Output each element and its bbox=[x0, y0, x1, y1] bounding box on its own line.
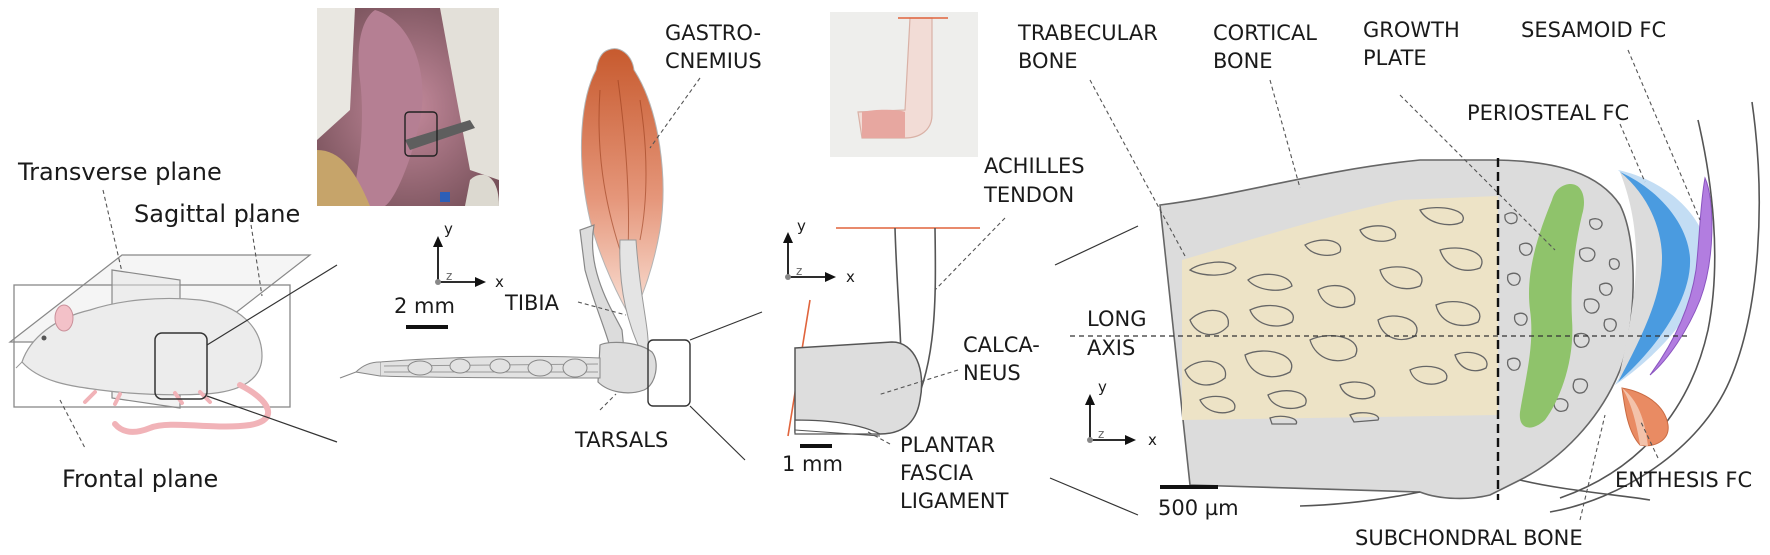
enthesis-fc-label: ENTHESIS FC bbox=[1615, 468, 1752, 492]
trabecular-label-1: TRABECULAR bbox=[1017, 21, 1158, 45]
cortical-label-2: BONE bbox=[1213, 49, 1273, 73]
growth-label-1: GROWTH bbox=[1363, 18, 1460, 42]
rat-hindlimb-zoom-box bbox=[154, 332, 208, 400]
sesamoid-fc-label: SESAMOID FC bbox=[1521, 18, 1666, 42]
leg-panel: y x z 2 mm bbox=[339, 21, 763, 461]
trabecular-label-2: BONE bbox=[1018, 49, 1078, 73]
bone-panel: y x z 500 µm TRABECULAR BONE CORTICAL BO… bbox=[1017, 18, 1760, 550]
photo-zoom-box bbox=[404, 111, 438, 157]
axis-z-bone: z bbox=[1098, 427, 1104, 441]
rat-panel: Transverse plane Sagittal plane Frontal … bbox=[8, 158, 338, 493]
tibia-label: TIBIA bbox=[504, 291, 560, 315]
rat-body bbox=[15, 297, 272, 435]
achilles-label-2: TENDON bbox=[983, 183, 1074, 207]
axis-x-bone: x bbox=[1148, 431, 1157, 449]
axis-y-bone: y bbox=[1098, 378, 1107, 396]
tarsals-label: TARSALS bbox=[574, 428, 668, 452]
foot-bones bbox=[339, 355, 601, 379]
axis-y-leg: y bbox=[444, 220, 453, 238]
gastrocnemius-label-2: CNEMIUS bbox=[665, 49, 762, 73]
scale-label-leg: 2 mm bbox=[394, 294, 455, 318]
axes-leg: y x z bbox=[433, 220, 504, 291]
axis-x-heel: x bbox=[846, 268, 855, 286]
axis-y-heel: y bbox=[797, 217, 806, 235]
cortical-label-1: CORTICAL bbox=[1213, 21, 1317, 45]
heel-photo bbox=[830, 12, 978, 157]
axis-x-leg: x bbox=[495, 273, 504, 291]
plantar-label-1: PLANTAR bbox=[900, 433, 995, 457]
achilles-label-1: ACHILLES bbox=[984, 154, 1085, 178]
axis-z-leg: z bbox=[446, 269, 452, 283]
gastrocnemius-label-1: GASTRO- bbox=[665, 21, 761, 45]
long-axis-label-2: AXIS bbox=[1087, 336, 1135, 360]
axes-bone: y x z bbox=[1085, 378, 1157, 449]
calcaneus-shape bbox=[794, 341, 923, 435]
plantar-label-2: FASCIA bbox=[900, 461, 974, 485]
subchondral-bone-label: SUBCHONDRAL BONE bbox=[1355, 526, 1583, 550]
axis-z-heel: z bbox=[796, 264, 802, 278]
frontal-plane-label: Frontal plane bbox=[62, 465, 218, 493]
periosteal-fc-label: PERIOSTEAL FC bbox=[1467, 101, 1629, 125]
axes-heel: y x z bbox=[783, 217, 855, 286]
long-axis-label-1: LONG bbox=[1087, 307, 1146, 331]
growth-label-2: PLATE bbox=[1363, 46, 1427, 70]
scale-label-bone: 500 µm bbox=[1158, 496, 1239, 520]
sagittal-plane-label: Sagittal plane bbox=[134, 200, 300, 228]
sesamoid-fc-shape bbox=[1649, 176, 1713, 376]
growth-plate-shape bbox=[1519, 184, 1585, 428]
dissection-photo bbox=[317, 8, 499, 206]
plantar-label-3: LIGAMENT bbox=[900, 489, 1009, 513]
transverse-plane-label: Transverse plane bbox=[17, 158, 222, 186]
calcaneus-label-2: NEUS bbox=[963, 361, 1021, 385]
calcaneus-label-1: CALCA- bbox=[963, 333, 1040, 357]
heel-panel: y x z 1 mm ACHILLES TENDON CALCA- NEUS P… bbox=[782, 154, 1139, 516]
ankle-zoom-box bbox=[647, 339, 691, 407]
scale-label-heel: 1 mm bbox=[782, 452, 843, 476]
